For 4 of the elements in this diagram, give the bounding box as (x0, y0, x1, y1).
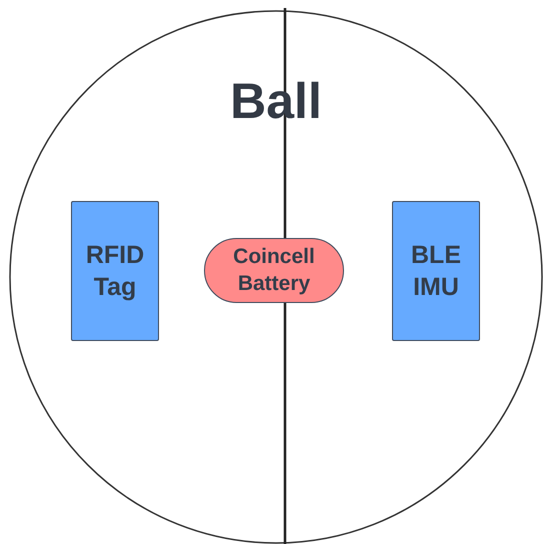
component-box: BLE IMU (392, 201, 480, 341)
battery-pill: Coincell Battery (204, 238, 344, 303)
component-box: RFID Tag (71, 201, 159, 341)
circle-outline (9, 10, 543, 544)
